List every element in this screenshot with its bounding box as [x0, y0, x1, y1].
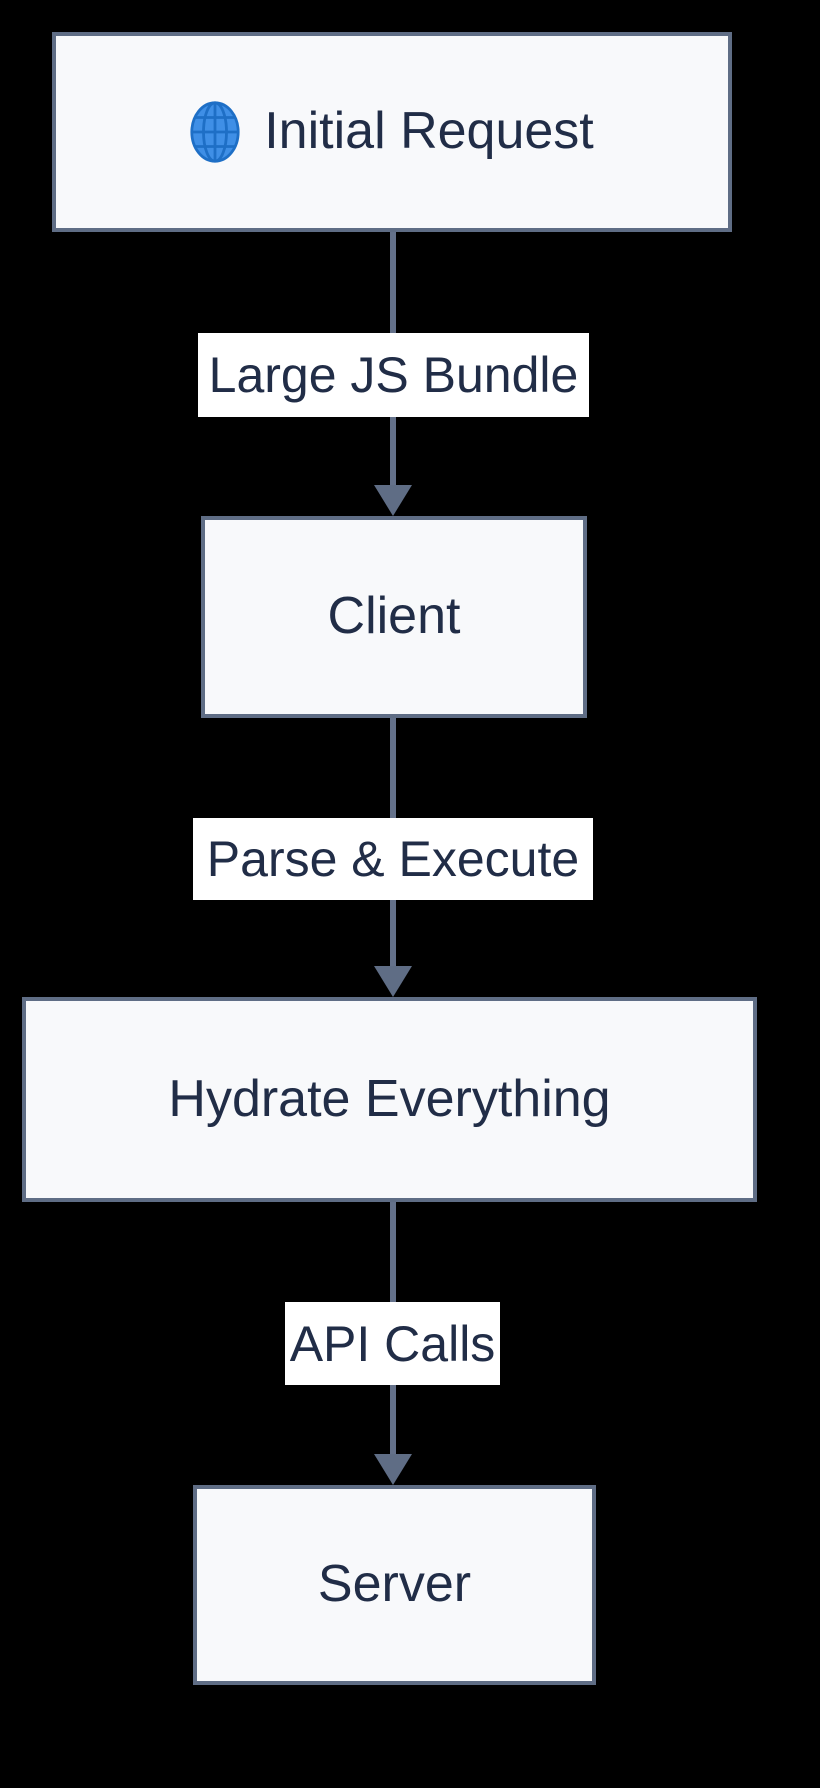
arrowhead-icon-initial-to-client [374, 485, 412, 516]
edge-label-parse-execute: Parse & Execute [193, 818, 593, 900]
node-initial-request-content: Initial Request [190, 101, 594, 163]
edge-label-large-js-bundle: Large JS Bundle [198, 333, 589, 417]
node-hydrate-everything-label: Hydrate Everything [168, 1069, 611, 1128]
node-initial-request-label: Initial Request [264, 102, 594, 161]
node-server-label: Server [317, 1555, 472, 1614]
globe-icon [190, 101, 240, 163]
node-client-label: Client [327, 587, 461, 646]
node-hydrate-everything: Hydrate Everything [22, 997, 757, 1202]
arrowhead-icon-client-to-hydrate [374, 966, 412, 997]
node-initial-request: Initial Request [52, 32, 732, 232]
node-server: Server [193, 1485, 596, 1685]
edge-label-api-calls: API Calls [285, 1302, 500, 1385]
node-client: Client [201, 516, 587, 718]
arrowhead-icon-hydrate-to-server [374, 1454, 412, 1485]
